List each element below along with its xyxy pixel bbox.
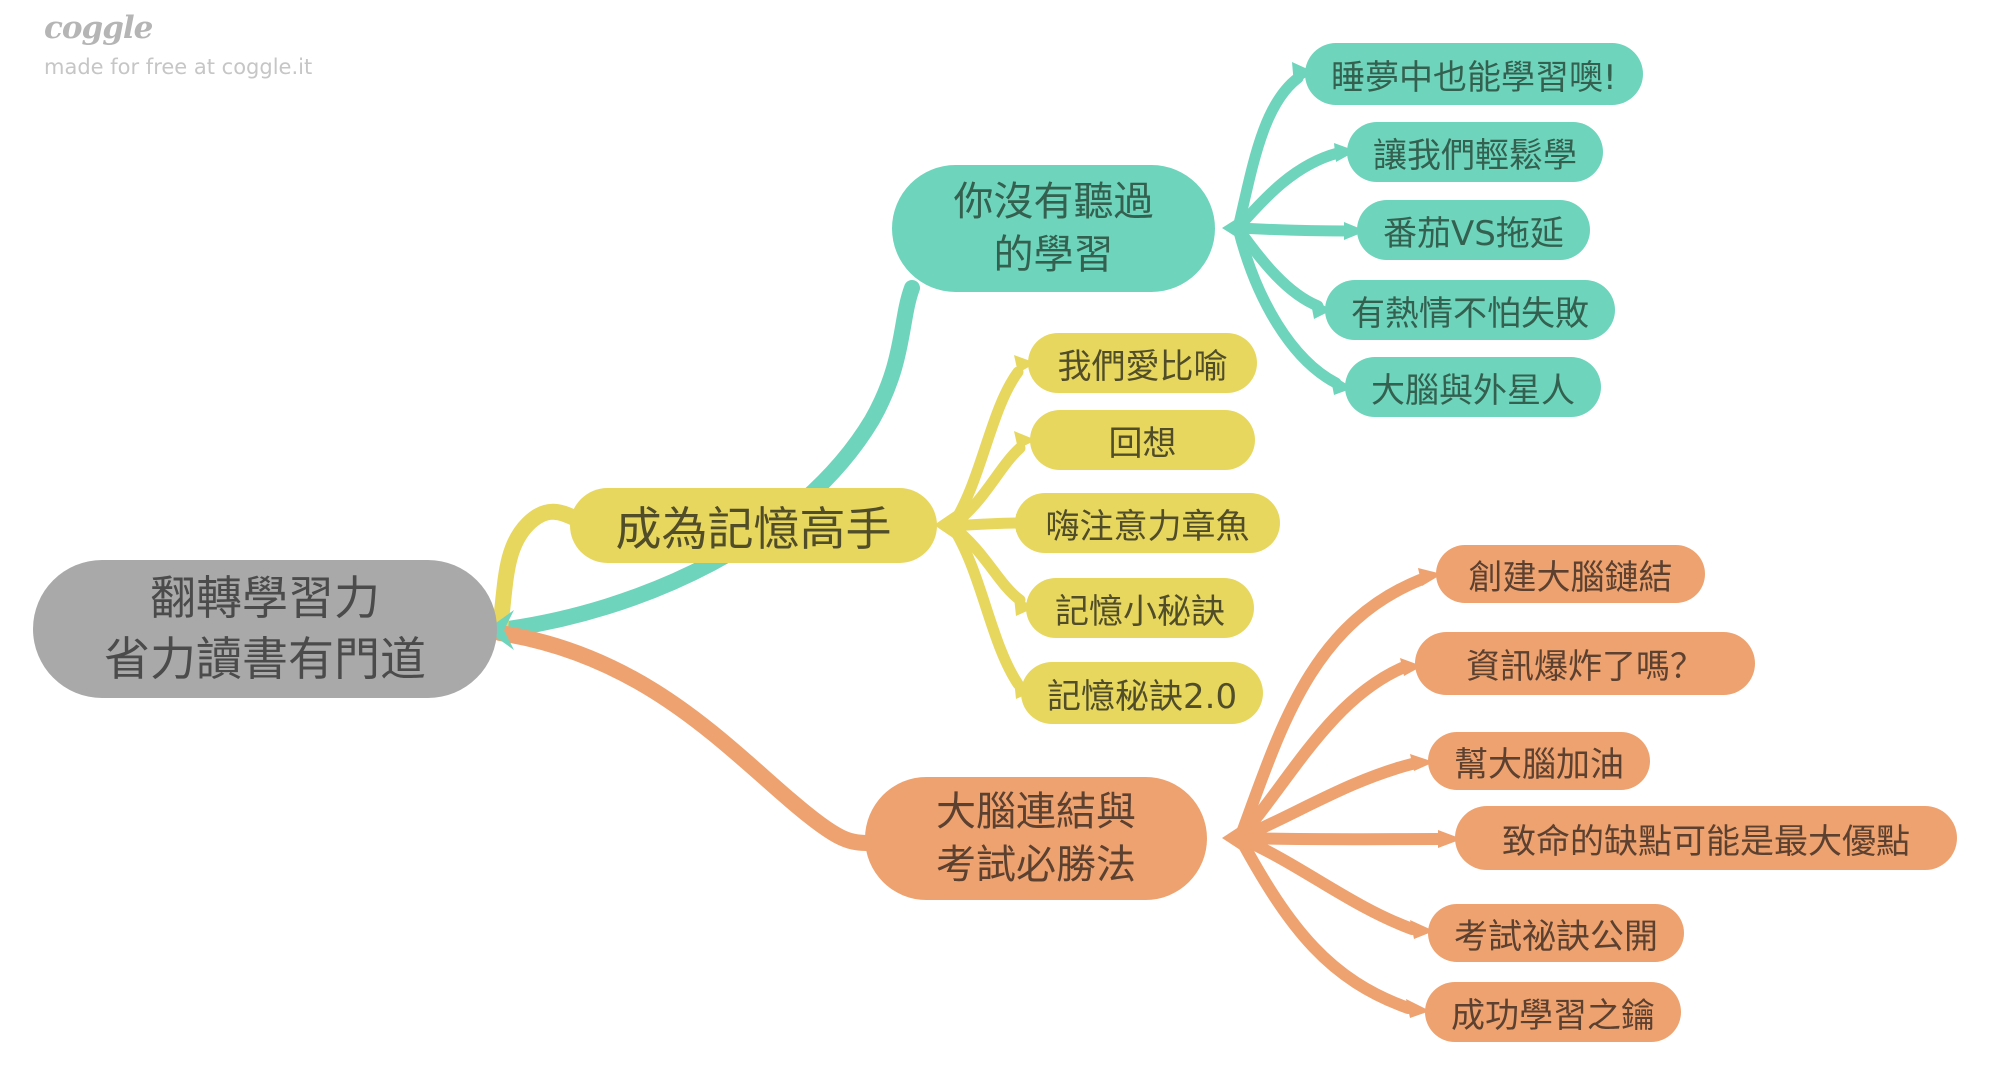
yellow-curve-5 bbox=[946, 520, 1024, 690]
root-to-teal-curve bbox=[492, 280, 920, 638]
orange-child-node-1[interactable]: 創建大腦鏈結 bbox=[1436, 545, 1705, 603]
root-label-line2: 省力讀書有門道 bbox=[104, 632, 426, 686]
orange-child-curves bbox=[1234, 568, 1462, 1018]
teal-child-node-1[interactable]: 睡夢中也能學習噢! bbox=[1305, 43, 1643, 105]
orange-curve-4 bbox=[1234, 832, 1446, 846]
teal-branch-label-line1: 你沒有聽過 bbox=[953, 178, 1154, 225]
teal-curve-4 bbox=[1232, 222, 1324, 312]
teal-child-node-5[interactable]: 大腦與外星人 bbox=[1345, 357, 1601, 417]
orange-curve-1 bbox=[1234, 574, 1426, 844]
teal-curve-3 bbox=[1232, 222, 1354, 237]
yellow-curve-2 bbox=[946, 442, 1026, 532]
root-label-line1: 翻轉學習力 bbox=[150, 571, 380, 626]
teal-curve-1 bbox=[1232, 72, 1304, 234]
teal-branch-label-line2: 的學習 bbox=[993, 231, 1114, 278]
orange-curve-2 bbox=[1234, 662, 1408, 844]
orange-curve-5 bbox=[1234, 832, 1418, 935]
yellow-child-node-1[interactable]: 我們愛比喻 bbox=[1028, 333, 1257, 393]
root-node[interactable]: 翻轉學習力 省力讀書有門道 bbox=[33, 560, 497, 698]
orange-branch-label-line1: 大腦連結與 bbox=[936, 788, 1136, 835]
coggle-tagline: made for free at coggle.it bbox=[44, 55, 313, 79]
teal-curve-2 bbox=[1232, 147, 1344, 234]
yellow-child-node-5[interactable]: 記憶秘訣2.0 bbox=[1021, 662, 1264, 724]
coggle-watermark: coggle made for free at coggle.it bbox=[44, 10, 312, 79]
teal-child-node-3[interactable]: 番茄VS拖延 bbox=[1357, 200, 1590, 260]
teal-hub-chevron bbox=[1222, 209, 1252, 247]
orange-child-node-5[interactable]: 考試祕訣公開 bbox=[1428, 904, 1684, 962]
orange-child-node-3[interactable]: 幫大腦加油 bbox=[1428, 732, 1650, 790]
yellow-curve-1 bbox=[946, 366, 1024, 532]
orange-branch-label-line2: 考試必勝法 bbox=[936, 841, 1136, 888]
yellow-child-node-3[interactable]: 嗨注意力章魚 bbox=[1015, 493, 1280, 553]
yellow-curve-4 bbox=[946, 520, 1026, 606]
yellow-branch-node[interactable]: 成為記憶高手 bbox=[570, 488, 937, 563]
orange-branch-node[interactable]: 大腦連結與 考試必勝法 bbox=[865, 777, 1207, 900]
teal-child-node-2[interactable]: 讓我們輕鬆學 bbox=[1347, 122, 1603, 182]
orange-child-node-6[interactable]: 成功學習之鑰 bbox=[1425, 982, 1681, 1042]
teal-child-node-4[interactable]: 有熱情不怕失敗 bbox=[1325, 280, 1615, 340]
orange-curve-3 bbox=[1234, 758, 1418, 844]
teal-branch-node[interactable]: 你沒有聽過 的學習 bbox=[892, 165, 1215, 292]
orange-curve-6 bbox=[1234, 832, 1414, 1014]
yellow-child-node-2[interactable]: 回想 bbox=[1030, 410, 1255, 470]
main-branch-curves bbox=[492, 280, 920, 851]
coggle-logo: coggle bbox=[44, 10, 153, 46]
yellow-child-node-4[interactable]: 記憶小秘訣 bbox=[1026, 578, 1254, 638]
root-to-orange-curve bbox=[492, 625, 880, 851]
yellow-hub-chevron bbox=[934, 506, 962, 544]
orange-hub-chevron bbox=[1222, 817, 1254, 859]
teal-child-curves bbox=[1232, 62, 1366, 395]
yellow-curve-3 bbox=[946, 517, 1028, 532]
orange-child-node-4[interactable]: 致命的缺點可能是最大優點 bbox=[1455, 806, 1957, 870]
orange-child-node-2[interactable]: 資訊爆炸了嗎？ bbox=[1415, 632, 1755, 695]
